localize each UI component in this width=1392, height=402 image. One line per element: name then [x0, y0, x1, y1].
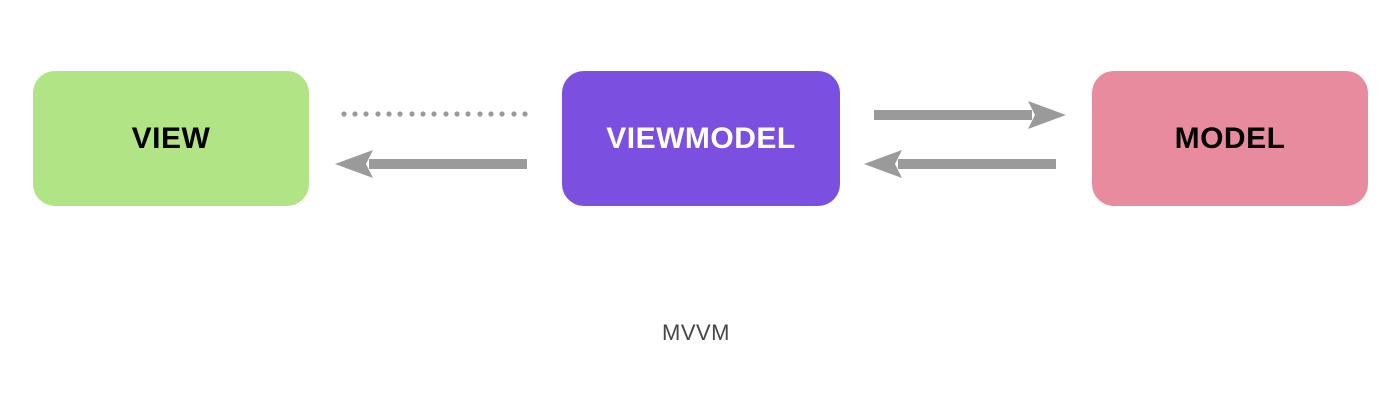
dotted-line-dots: [341, 111, 528, 117]
diagram-caption-text: MVVM: [662, 320, 730, 345]
connector-model-to-viewmodel-arrow: [862, 148, 1056, 180]
arrow-right-shape: [874, 101, 1066, 129]
arrow-left-shape: [335, 150, 527, 178]
diagram-caption: MVVM: [0, 320, 1392, 346]
node-model-label: MODEL: [1174, 121, 1286, 155]
node-model[interactable]: MODEL: [1092, 71, 1368, 206]
arrow-left-shape: [864, 150, 1056, 178]
connector-viewmodel-to-view-arrow: [333, 148, 527, 180]
node-viewmodel-label: VIEWMODEL: [606, 121, 796, 155]
node-view-label: VIEW: [131, 121, 211, 155]
node-viewmodel[interactable]: VIEWMODEL: [562, 71, 840, 206]
node-view[interactable]: VIEW: [33, 71, 309, 206]
connector-view-viewmodel-binding-dotted: [341, 106, 528, 122]
connector-viewmodel-to-model-arrow: [874, 99, 1068, 131]
